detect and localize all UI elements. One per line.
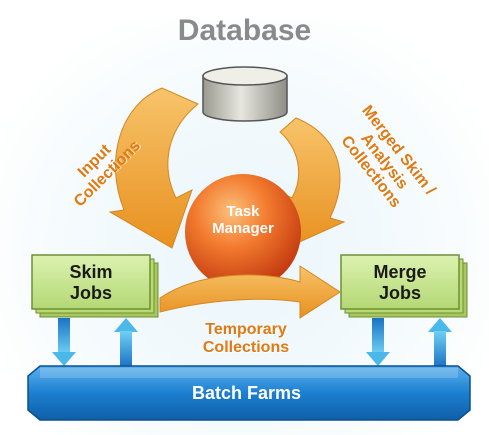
merge-up-arrow [428, 318, 452, 367]
skim-down-arrow [52, 318, 76, 366]
merge-line-1: Merge [373, 262, 427, 282]
temporary-line-2: Collections [202, 338, 290, 356]
task-manager-line-2: Manager [212, 219, 274, 237]
merge-line-2: Jobs [378, 282, 421, 303]
database-cylinder-icon [202, 66, 288, 122]
temporary-collections-label: Temporary Collections [176, 321, 316, 356]
batch-farms-bar [27, 365, 471, 421]
input-arrow [108, 87, 199, 249]
skim-line-1: Skim [69, 262, 113, 282]
task-manager-label: Task Manager [196, 203, 290, 237]
skim-jobs-box [31, 254, 159, 318]
merge-jobs-label: Merge Jobs [341, 262, 459, 303]
database-title: Database [177, 14, 312, 47]
batch-farms-label: Batch Farms [191, 383, 302, 403]
skim-up-arrow [114, 318, 138, 367]
task-manager-sphere [185, 174, 301, 290]
skim-jobs-label: Skim Jobs [32, 262, 150, 303]
merge-down-arrow [366, 318, 390, 366]
skim-line-2: Jobs [69, 282, 112, 303]
temporary-arrow [159, 265, 341, 319]
task-manager-line-1: Task [226, 203, 260, 220]
temporary-line-1: Temporary [205, 321, 287, 338]
merge-jobs-box [340, 254, 468, 318]
